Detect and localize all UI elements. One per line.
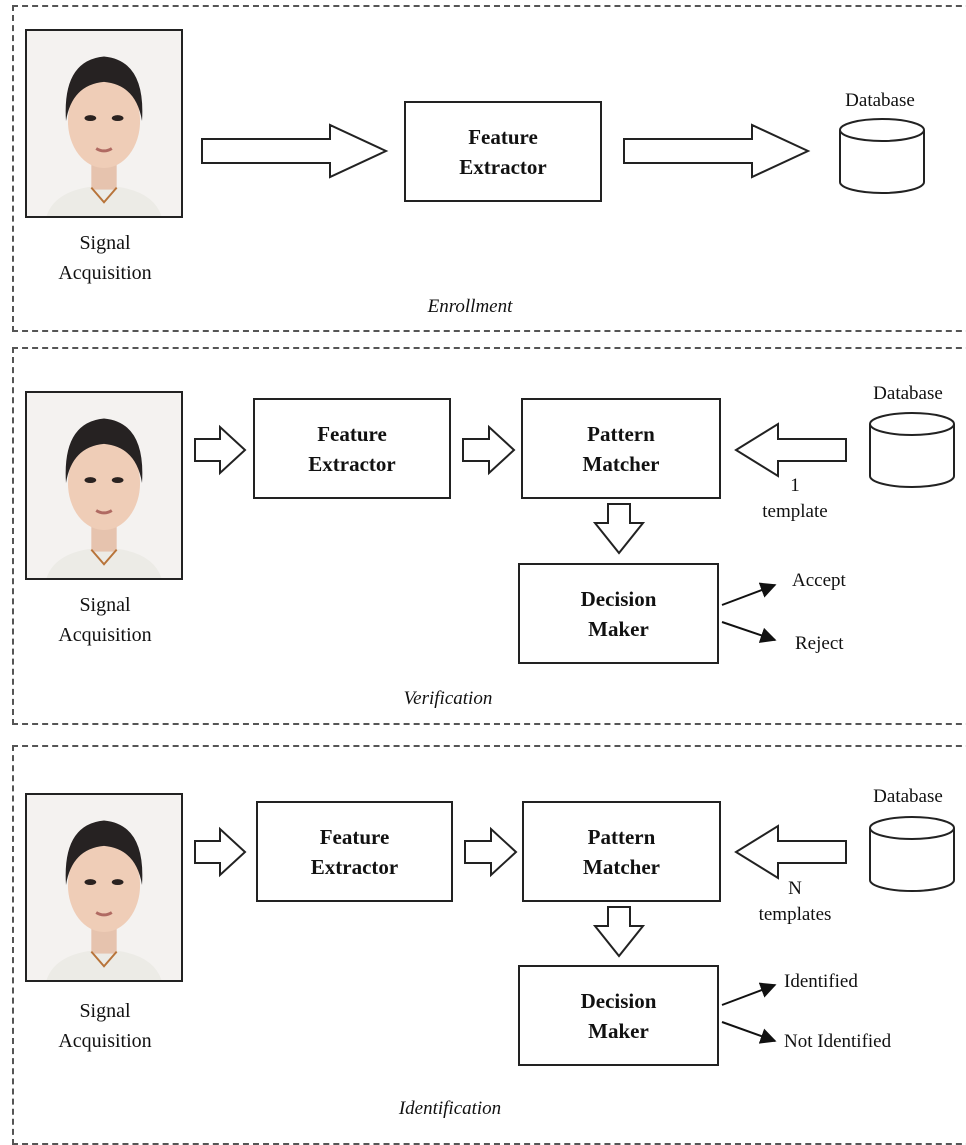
feature-extractor-label: Feature Extractor — [310, 824, 399, 879]
decision-maker-label: Decision Maker — [580, 988, 657, 1043]
enrollment-panel — [12, 5, 966, 332]
pattern-matcher-label: Pattern Matcher — [582, 421, 660, 476]
feature-extractor-box: Feature Extractor — [256, 801, 453, 902]
decision-maker-box: Decision Maker — [518, 965, 719, 1066]
decision-maker-label: Decision Maker — [580, 586, 657, 641]
pattern-matcher-label: Pattern Matcher — [583, 824, 660, 879]
pattern-matcher-box: Pattern Matcher — [521, 398, 721, 499]
reject-label: Reject — [795, 633, 844, 654]
feature-extractor-box: Feature Extractor — [404, 101, 602, 202]
feature-extractor-box: Feature Extractor — [253, 398, 451, 499]
signal-acquisition-label: Signal Acquisition — [58, 232, 152, 284]
database-label: Database — [845, 90, 915, 111]
not-identified-label: Not Identified — [784, 1031, 892, 1052]
identification-caption: Identification — [398, 1098, 502, 1119]
signal-acquisition-label: Signal Acquisition — [58, 1000, 152, 1052]
template-count-label: N templates — [758, 878, 832, 925]
verification-panel — [12, 347, 966, 725]
face-photo-icon — [25, 391, 183, 580]
verification-caption: Verification — [403, 688, 493, 709]
face-photo-icon — [25, 29, 183, 218]
database-label: Database — [873, 383, 943, 404]
feature-extractor-label: Feature Extractor — [459, 124, 547, 179]
face-photo-icon — [25, 793, 183, 982]
database-label: Database — [873, 786, 943, 807]
pattern-matcher-box: Pattern Matcher — [522, 801, 721, 902]
enrollment-caption: Enrollment — [427, 296, 513, 317]
accept-label: Accept — [792, 570, 846, 591]
decision-maker-box: Decision Maker — [518, 563, 719, 664]
identified-label: Identified — [784, 971, 858, 992]
feature-extractor-label: Feature Extractor — [308, 421, 396, 476]
template-count-label: 1 template — [762, 475, 828, 522]
signal-acquisition-label: Signal Acquisition — [58, 594, 152, 646]
